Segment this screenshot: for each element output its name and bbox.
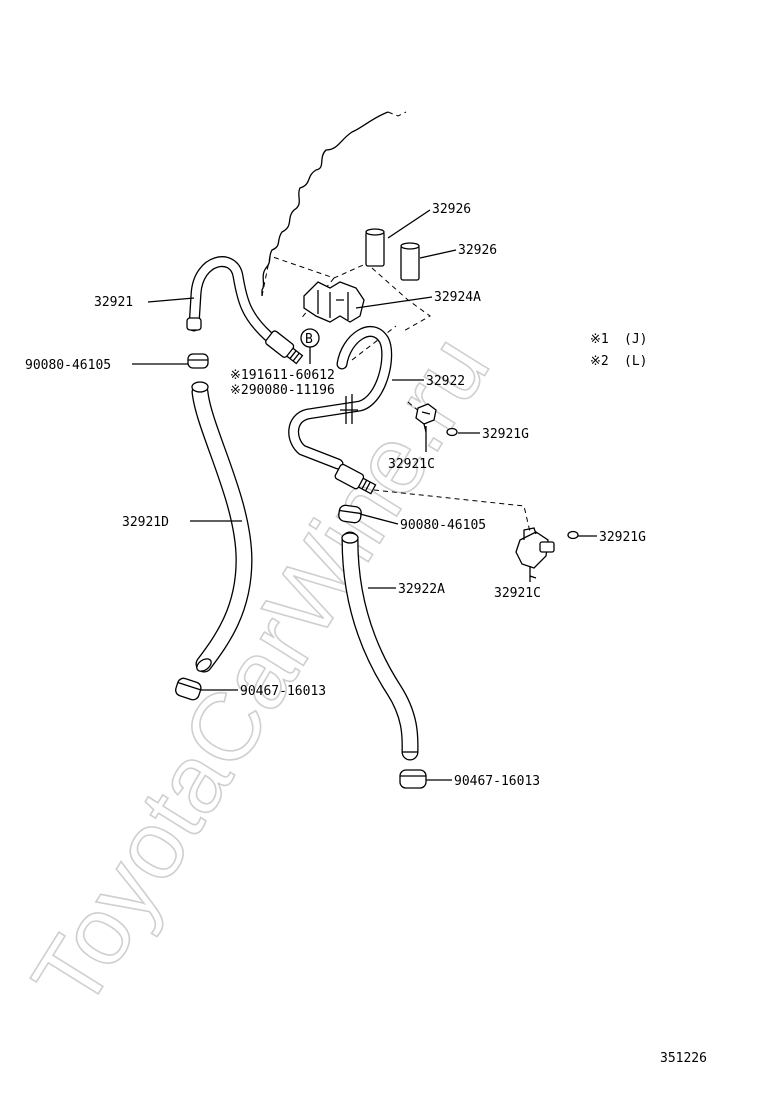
legend-note1-value: (J) [624,332,647,347]
diagram-code: 351226 [660,1051,707,1066]
engine-outline-dashed [387,111,407,117]
clamp-90080-top [187,353,209,369]
clamp-90080-mid [338,504,362,524]
clamp-90467-bottom [399,769,427,789]
sleeve-32926-b [400,242,420,281]
label-ref-290080: ※290080-11196 [230,383,335,398]
label-ref-191611: ※191611-60612 [230,368,335,383]
bolt-callout-letter: B [305,332,313,347]
bracket-32924A [303,281,365,323]
label-90080-top: 90080-46105 [25,358,111,373]
fitting-nut-left [265,330,304,365]
gasket-32921G-right [567,530,579,540]
hose-32922A-top-end [341,532,359,544]
watermark: ToyotaCarWine.ru [12,318,510,1026]
label-32922: 32922 [426,374,465,389]
fitting-nut-right [334,463,377,495]
label-90467-left: 90467-16013 [240,684,326,699]
label-32921G-right: 32921G [599,530,646,545]
label-90467-bottom: 90467-16013 [454,774,540,789]
legend-note2-value: (L) [624,354,647,369]
legend-note1-mark: ※1 [590,332,609,347]
label-32921: 32921 [94,295,133,310]
sleeve-32926-a [365,228,385,267]
legend-note2-mark: ※2 [590,354,609,369]
label-32926-b: 32926 [458,243,497,258]
union-32921C-top [415,403,437,433]
label-32924A: 32924A [434,290,481,305]
label-32921C-right: 32921C [494,586,541,601]
label-32921G-top: 32921G [482,427,529,442]
hose-32921D-top-end [191,381,209,393]
label-32921D: 32921D [122,515,169,530]
label-32922A: 32922A [398,582,445,597]
gasket-32921G-top [446,427,458,437]
hose-32921D-bottom-end [196,658,212,672]
clamp-90467-left [175,677,202,701]
engine-outline [261,111,389,296]
label-32926-a: 32926 [432,202,471,217]
label-32921C-top: 32921C [388,457,435,472]
union-32921C-right [515,527,555,579]
label-90080-mid: 90080-46105 [400,518,486,533]
tube-32922-clip [340,394,358,424]
tube-32921-end [186,317,202,331]
